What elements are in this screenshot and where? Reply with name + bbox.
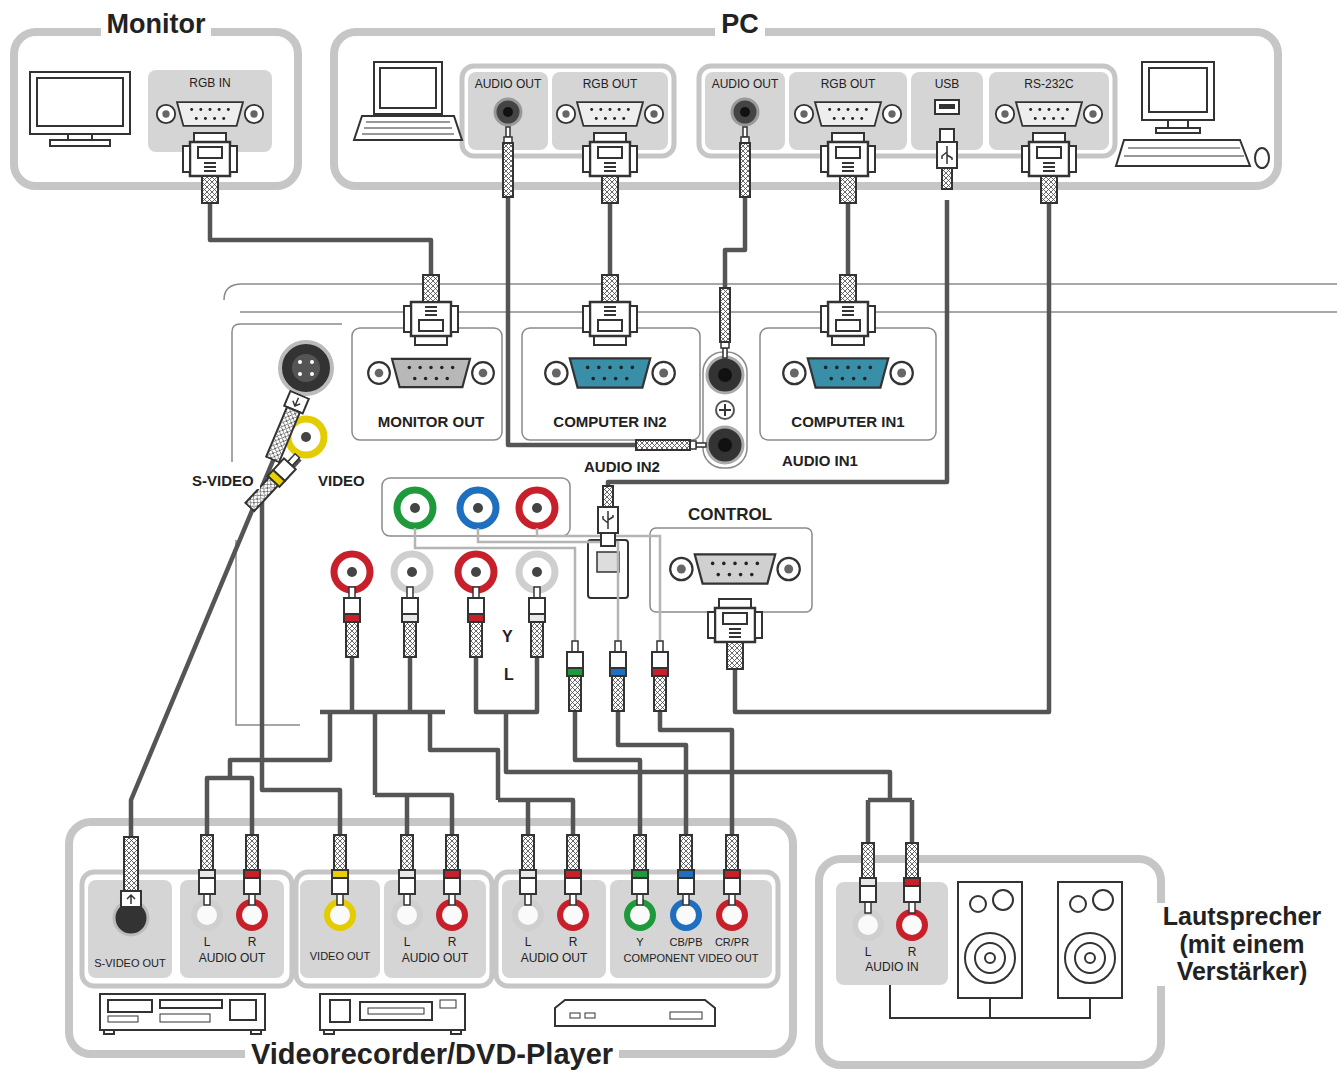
device-group: Lautsprecher (mit einem Verstärker)LRAUD…	[815, 855, 1165, 1069]
port-panel: S-VIDEO OUT	[88, 880, 172, 978]
port-panel: L R AUDIO OUT	[180, 880, 284, 978]
port-label: AUDIO OUT	[705, 78, 785, 92]
port-panel: L R AUDIO OUT	[384, 880, 486, 978]
group-heading: Videorecorder/DVD-Player	[245, 1038, 619, 1071]
port-panel: RS-232C	[989, 72, 1109, 150]
device-group: PCAUDIO OUTRGB OUTAUDIO OUTRGB OUTUSBRS-…	[330, 28, 1282, 190]
cable-plugs	[121, 127, 1076, 913]
port-label: AUDIO OUT	[384, 952, 486, 966]
port-panel: VIDEO OUT	[300, 880, 380, 978]
device-group: Videorecorder/DVD-PlayerS-VIDEO OUTLRAUD…	[65, 818, 797, 1058]
group-frames	[14, 32, 1278, 1065]
port-panel: RGB IN	[148, 70, 272, 152]
port-label: AUDIO OUT	[180, 952, 284, 966]
projector-port: COMPUTER IN2	[535, 340, 685, 410]
audio-jack: AUDIO IN1	[705, 355, 745, 395]
port-label: COMPUTER IN1	[758, 413, 938, 430]
port-panels	[88, 70, 1109, 985]
port-label: R	[442, 936, 462, 950]
port-panel: Y CB/PBCR/PR COMPONENT VIDEO OUT	[610, 880, 772, 978]
port-panel: USB	[911, 72, 983, 150]
port-label: COMPONENT VIDEO OUT	[610, 952, 772, 965]
port-label: L	[518, 936, 538, 950]
port-label: AUDIO OUT	[468, 78, 548, 92]
device-icons	[30, 62, 1269, 1034]
cable	[210, 152, 431, 340]
port-label: R	[902, 946, 922, 960]
device-group: MonitorRGB IN	[10, 28, 302, 190]
port-label: S-VIDEO OUT	[88, 957, 172, 970]
port-label: AUDIO IN2	[584, 458, 660, 475]
port-label: RS-232C	[989, 78, 1109, 92]
port-label: AUDIO IN	[836, 961, 948, 975]
projector-port: MONITOR OUT	[358, 340, 504, 410]
group-heading: PC	[715, 9, 765, 40]
female-connectors	[114, 99, 1102, 938]
port-label: CR/PR	[710, 936, 754, 949]
jack-letter: Y	[502, 628, 513, 646]
port-label: VIDEO OUT	[300, 950, 380, 963]
video-jack: VIDEO	[284, 415, 328, 459]
projector-port: COMPUTER IN1	[773, 340, 923, 410]
port-label: L	[197, 936, 217, 950]
cable	[735, 150, 1049, 712]
port-label: RGB OUT	[789, 78, 907, 92]
speakers	[890, 882, 1122, 1018]
port-label: AUDIO OUT	[502, 952, 606, 966]
group-heading: Lautsprecher (mit einem Verstärker)	[1140, 903, 1337, 986]
group-heading: Monitor	[101, 9, 212, 40]
cable	[262, 459, 340, 880]
port-label: USB	[911, 78, 983, 92]
audio-jack: AUDIO IN2	[705, 425, 745, 465]
port-panel: RGB OUT	[789, 72, 907, 150]
port-label: CB/PB	[664, 936, 708, 949]
port-panel: AUDIO OUT	[705, 72, 785, 150]
port-label: AUDIO IN1	[782, 452, 858, 469]
port-panel: AUDIO OUT	[468, 72, 548, 150]
port-label: S-VIDEO	[186, 472, 260, 489]
port-panel: L RAUDIO IN	[836, 882, 948, 985]
video-jack: S-VIDEO	[278, 340, 334, 396]
projector-panel	[224, 284, 1337, 725]
cables	[207, 200, 947, 848]
port-label: L	[397, 936, 417, 950]
port-label: COMPUTER IN2	[520, 413, 700, 430]
port-label: CONTROL	[688, 505, 772, 525]
control-port: CONTROL	[665, 535, 805, 600]
port-label: L	[858, 946, 878, 960]
port-label: VIDEO	[318, 472, 365, 489]
jack-letter: L	[504, 666, 514, 684]
port-label: RGB IN	[148, 77, 272, 91]
port-panel: L R AUDIO OUT	[502, 880, 606, 978]
port-label: Y	[630, 936, 650, 949]
port-label: R	[242, 936, 262, 950]
port-panel: RGB OUT	[552, 72, 668, 150]
port-label: R	[563, 936, 583, 950]
port-label: MONITOR OUT	[341, 413, 521, 430]
port-label: RGB OUT	[552, 78, 668, 92]
